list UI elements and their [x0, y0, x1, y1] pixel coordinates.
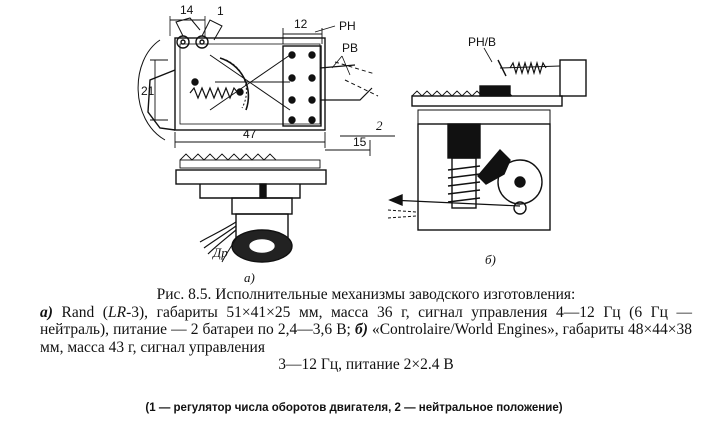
rnv-label: РН/В: [468, 35, 496, 49]
rv-label: РВ: [342, 41, 358, 55]
dim-14-label: 14: [180, 3, 194, 17]
caption-b-text: «Controlaire/World Engines», габариты 48…: [40, 321, 692, 356]
caption-marker-b: б): [354, 321, 368, 338]
figure-caption: Рис. 8.5. Исполнительные механизмы завод…: [40, 286, 692, 374]
callout-1-label: 1: [217, 4, 224, 18]
caption-title: Рис. 8.5. Исполнительные механизмы завод…: [156, 286, 576, 303]
caption-a-post: -3), габариты 51×41×25 мм, масса 36 г, с…: [40, 303, 692, 339]
dim-21-label: 21: [141, 84, 155, 98]
figure-legend: (1 — регулятор числа оборотов двигателя,…: [145, 402, 563, 414]
caption-a-pre: Rand (: [52, 303, 108, 321]
callout-2-label: 2: [376, 118, 383, 133]
sublabel-b: б): [485, 252, 496, 267]
drawing-b-view: [387, 47, 587, 231]
figure-illustration: 14 1 12 РН РВ 21 47 15 2 Др а) РН/В б): [137, 3, 587, 285]
caption-last-line: 3—12 Гц, питание 2×2.4 В: [278, 356, 454, 373]
dr-label: Др: [211, 245, 228, 260]
rn-label: РН: [339, 19, 356, 33]
drawing-a-side-view: [175, 153, 327, 263]
dim-15-label: 15: [353, 135, 367, 149]
caption-marker-a: а): [40, 303, 53, 321]
drawing-a-top-view: [137, 16, 395, 156]
caption-a-model: LR: [107, 303, 127, 321]
drawing-labels: 14 1 12 РН РВ 21 47 15 2 Др а) РН/В б): [141, 3, 496, 285]
caption-body: а) Rand (LR-3), габариты 51×41×25 мм, ма…: [40, 304, 692, 357]
dim-47-label: 47: [243, 127, 257, 141]
dim-12-label: 12: [294, 17, 308, 31]
sublabel-a: а): [244, 270, 255, 285]
